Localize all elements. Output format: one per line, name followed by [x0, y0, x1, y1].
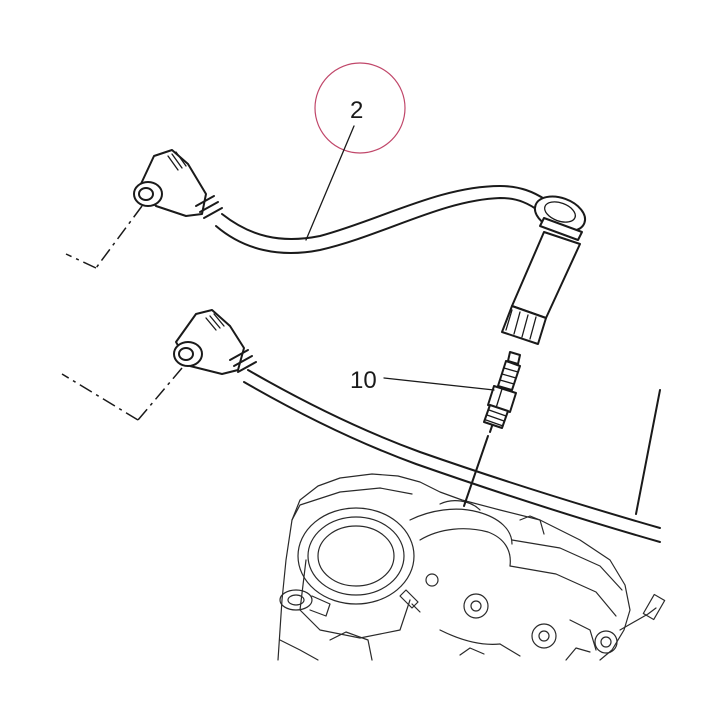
callout-10: 10 — [350, 367, 495, 394]
callout-2-leader — [305, 125, 355, 241]
bolt-3 — [594, 630, 618, 654]
plug-axis-line — [463, 435, 489, 507]
cylinder-head-assembly — [277, 473, 666, 661]
bolt-1 — [463, 593, 489, 619]
ignition-lead-part-2 — [65, 149, 587, 345]
bolt-2 — [531, 623, 557, 649]
bolt-4 — [425, 573, 439, 587]
callout-2-highlight-circle — [314, 62, 406, 154]
sensor-connector — [279, 589, 331, 617]
callout-2: 2 — [305, 62, 406, 241]
callout-10-leader — [383, 377, 495, 391]
plug-connector-cap — [501, 195, 587, 345]
rear-ignition-lead — [61, 309, 661, 543]
spark-plug-part-10 — [483, 351, 521, 433]
callout-2-label: 2 — [350, 97, 363, 124]
callout-10-label: 10 — [350, 367, 377, 394]
